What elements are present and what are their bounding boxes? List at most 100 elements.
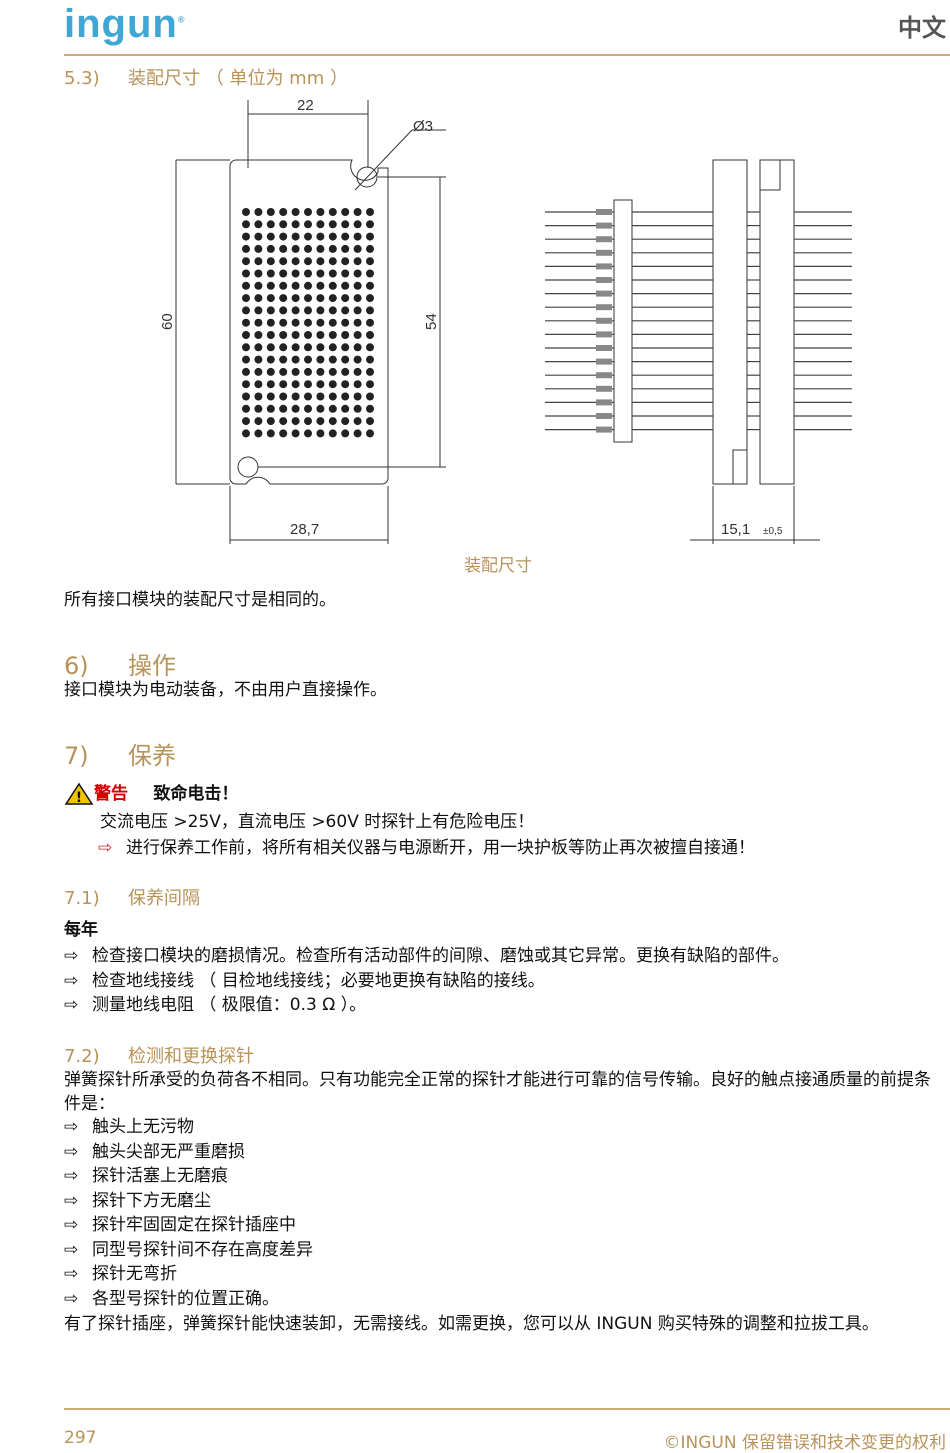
contact-pin-dot [266, 269, 275, 278]
contact-pin-dot [316, 429, 325, 438]
contact-pin-dot [328, 367, 337, 376]
contact-pin-dot [279, 232, 288, 241]
list-item: ⇨触头上无污物 [64, 1115, 313, 1140]
probe-pin-collar [596, 413, 612, 419]
dim-width-28-7: 28,7 [290, 521, 319, 538]
contact-pin-dot [353, 355, 362, 364]
contact-pin-dot [279, 417, 288, 426]
contact-pin-dot [353, 306, 362, 315]
contact-pin-dot [304, 417, 312, 426]
copyright-notice: ©INGUN 保留错误和技术变更的权利 [663, 1433, 946, 1453]
figure-caption: 装配尺寸 [464, 556, 532, 576]
contact-pin-dot [242, 244, 250, 253]
contact-pin-dot [279, 318, 288, 327]
contact-pin-dot [366, 355, 374, 364]
contact-pin-dot [291, 269, 300, 278]
contact-pin-dot [341, 257, 350, 266]
contact-pin-dot [328, 380, 337, 389]
contact-pin-dot [328, 269, 337, 278]
contact-pin-dot [291, 208, 300, 216]
contact-pin-dot [279, 208, 288, 216]
contact-pin-dot [291, 343, 300, 352]
front-plate-outline [229, 159, 389, 485]
arrow-right-icon: ⇨ [64, 1215, 79, 1235]
contact-pin-dot [328, 392, 337, 401]
contact-pin-dot [328, 343, 337, 352]
contact-pin-dot [341, 232, 350, 241]
contact-pin-dot [366, 343, 374, 352]
contact-pin-dot [366, 417, 374, 426]
section-7-2-intro: 弹簧探针所承受的负荷各不相同。只有功能完全正常的探针才能进行可靠的信号传输。良好… [64, 1070, 931, 1114]
arrow-right-icon: ⇨ [64, 1117, 79, 1137]
contact-pin-dot [353, 343, 362, 352]
contact-pin-dot [304, 232, 312, 241]
contact-pin-dot [304, 294, 312, 303]
arrow-right-icon: ⇨ [64, 946, 79, 966]
probe-pin-collar [596, 249, 612, 256]
contact-pin-dot [353, 294, 362, 303]
list-item: ⇨测量地线电阻 （ 极限值：0.3 Ω ）。 [64, 993, 789, 1018]
contact-pin-dot [366, 318, 374, 327]
probe-pin-collar [596, 263, 612, 270]
contact-pin-dot [242, 380, 250, 389]
contact-pin-dot [316, 257, 325, 266]
contact-pin-dot [328, 429, 337, 438]
contact-pin-dot [316, 281, 325, 290]
contact-pin-dot [291, 306, 300, 315]
contact-pin-dot [279, 220, 288, 229]
contact-pin-dot [341, 367, 350, 376]
contact-pin-dot [304, 269, 312, 278]
contact-pin-dot [304, 392, 312, 401]
mounting-hole-bottom [237, 456, 259, 478]
contact-pin-dot [366, 269, 374, 278]
contact-pin-dot [266, 244, 275, 253]
contact-pin-dot [341, 343, 350, 352]
contact-pin-dot [266, 306, 275, 315]
list-item: ⇨触头尖部无严重磨损 [64, 1140, 313, 1165]
contact-pin-dot [254, 343, 263, 352]
header-divider [64, 54, 950, 56]
language-label: 中文 [898, 14, 946, 42]
probe-pin-collar [596, 331, 612, 338]
contact-pin-dot [291, 220, 300, 229]
ingun-logo: ingun® [64, 2, 186, 46]
contact-pin-dot [316, 232, 325, 241]
contact-pin-dot [341, 220, 350, 229]
contact-pin-dot [316, 318, 325, 327]
contact-pin-dot [242, 220, 250, 229]
contact-pin-dot [366, 392, 374, 401]
page-number: 297 [64, 1428, 97, 1448]
mounting-dimensions-drawing: 22 Ø3 60 54 28,7 15,1 ±0,5 [159, 97, 852, 544]
contact-pin-dot [316, 331, 325, 339]
contact-pin-dot [316, 417, 325, 426]
contact-pin-dot [291, 281, 300, 290]
contact-pin-dot [316, 269, 325, 278]
section-7-heading: 7)保养 [64, 742, 176, 770]
contact-pin-dot [304, 208, 312, 216]
list-item: ⇨检查接口模块的磨损情况。检查所有活动部件的间隙、磨蚀或其它异常。更换有缺陷的部… [64, 944, 789, 969]
contact-pin-dot [266, 257, 275, 266]
contact-pin-dot [366, 367, 374, 376]
contact-pin-dot [254, 355, 263, 364]
dim-width-22: 22 [297, 97, 314, 114]
contact-pin-grid [242, 208, 374, 438]
side-body-right [759, 159, 795, 485]
contact-pin-dot [304, 281, 312, 290]
contact-pin-dot [366, 208, 374, 216]
probe-pin-collar [596, 385, 612, 392]
contact-pin-dot [291, 257, 300, 266]
contact-pin-dot [353, 404, 362, 413]
probe-pin-collar [596, 426, 612, 433]
dim-tolerance: ±0,5 [763, 526, 783, 537]
contact-pin-dot [353, 417, 362, 426]
probe-pin-collar [596, 345, 612, 351]
probe-pin-collar [596, 290, 612, 297]
contact-pin-dot [341, 429, 350, 438]
contact-pin-dot [366, 257, 374, 266]
contact-pin-dot [291, 417, 300, 426]
arrow-right-icon: ⇨ [64, 1239, 79, 1260]
contact-pin-dot [353, 331, 362, 339]
contact-pin-dot [341, 281, 350, 290]
contact-pin-dot [304, 404, 312, 413]
contact-pin-dot [353, 232, 362, 241]
